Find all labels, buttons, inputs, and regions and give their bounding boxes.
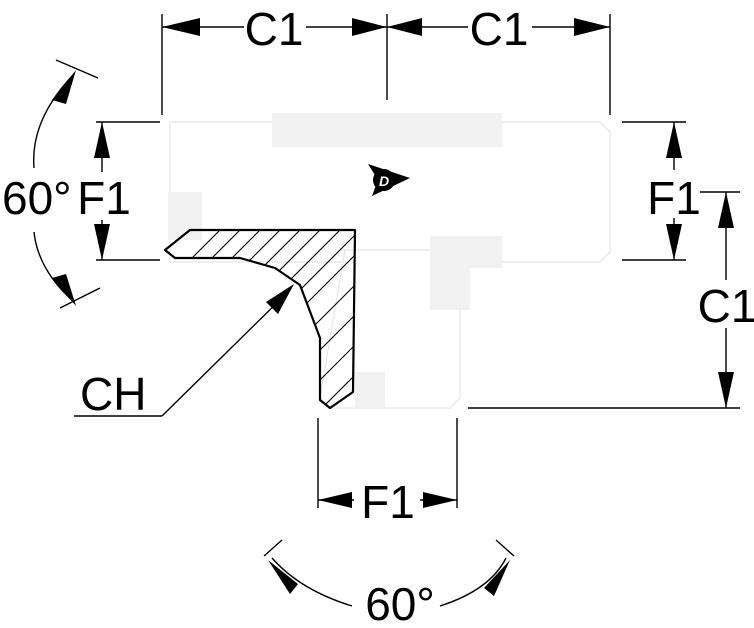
arrowhead — [162, 18, 200, 36]
arrowhead — [666, 224, 682, 260]
logo-letter: D — [379, 173, 389, 189]
arrowhead — [94, 224, 110, 260]
arrowhead — [352, 18, 387, 36]
dimension-label-f1: F1 — [77, 172, 131, 224]
arrowhead — [268, 560, 298, 594]
arrowhead — [387, 18, 422, 36]
dimension-angle-bottom: 60° — [263, 539, 515, 628]
arrowhead — [718, 372, 734, 408]
dimension-c1-right: C1 — [698, 192, 754, 408]
dimension-label-f1: F1 — [647, 172, 701, 224]
dunlop-logo-icon: D — [368, 164, 410, 196]
dimension-angle-left: 60° — [2, 59, 101, 309]
arrowhead — [718, 192, 734, 228]
dimension-f1-bottom: F1 — [318, 476, 457, 528]
dimension-label-f1: F1 — [361, 476, 415, 528]
arrowhead — [94, 122, 110, 158]
chamfer-leader: CH — [74, 284, 294, 420]
arrowhead — [52, 274, 76, 306]
arrowhead — [666, 122, 682, 158]
arrowhead — [484, 560, 510, 596]
dimension-f1-left: F1 — [77, 122, 131, 260]
arrowhead — [318, 492, 352, 508]
angle-label: 60° — [2, 172, 72, 224]
arrowhead — [423, 492, 457, 508]
dimension-label-c1: C1 — [698, 280, 754, 332]
dimension-f1-right: F1 — [647, 122, 701, 260]
dimension-label-c1: C1 — [470, 3, 529, 55]
arrowhead — [52, 70, 76, 104]
arrowhead — [574, 18, 610, 36]
dimension-c1-top: C1 C1 — [162, 3, 610, 55]
arrowhead — [266, 284, 294, 314]
dimension-label-c1: C1 — [245, 3, 304, 55]
fitting-body — [168, 113, 611, 409]
dimension-label-ch: CH — [80, 368, 146, 420]
angle-label: 60° — [365, 578, 435, 628]
extension-lines — [96, 14, 740, 508]
